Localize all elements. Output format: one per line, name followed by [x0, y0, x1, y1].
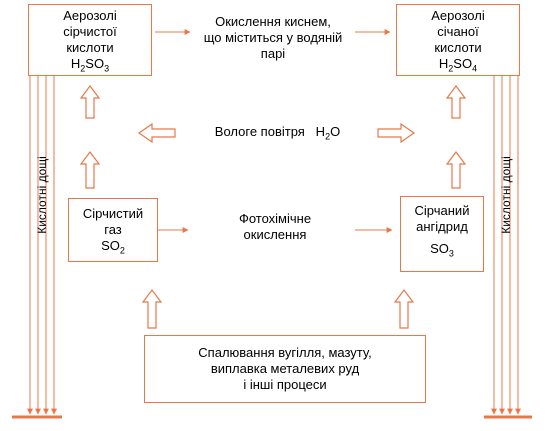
formula-sub: 2: [80, 63, 86, 74]
box-sulfur-dioxide: Сірчистий газ SO2: [68, 198, 158, 262]
formula-part: H: [438, 56, 449, 71]
label-humidity: Вологе повітря H2O: [180, 124, 375, 142]
block-arrow-up-left-mid: [79, 151, 101, 189]
box-line: січаної: [437, 24, 479, 39]
label-line: Фотохімічне: [238, 211, 312, 226]
formula-sub: 4: [472, 63, 478, 74]
block-arrow-up-right-mid: [445, 151, 467, 189]
label-line: що міститься у водяній: [203, 30, 343, 45]
label-oxidation: Окислення киснем, що міститься у водяній…: [188, 14, 358, 62]
formula-part: H: [70, 56, 81, 71]
formula: SO2: [69, 238, 157, 256]
right-rain-arrows: [491, 76, 521, 415]
formula-sub: 2: [325, 131, 331, 142]
box-sulfuric-acid-aerosol: Аерозолі січаної кислоти H2SO4: [396, 4, 520, 76]
formula-sub: 2: [119, 245, 125, 256]
box-line: Аерозолі: [431, 8, 485, 23]
formula-part: SO: [101, 238, 120, 253]
formula-sub: 2: [448, 63, 454, 74]
label-text: Вологе повітря: [214, 124, 305, 139]
box-sulfurous-acid-aerosol: Аерозолі сірчистої кислоти H2SO3: [28, 4, 152, 76]
box-line: Аерозолі: [63, 8, 117, 23]
block-arrow-right-humidity: [377, 122, 416, 144]
block-arrow-left-humidity: [137, 122, 176, 144]
box-line: газ: [104, 222, 122, 237]
formula: H2SO3: [29, 56, 151, 74]
label-acid-rain-left: Кислотні дощі: [35, 156, 49, 234]
label-line: Окислення киснем,: [215, 14, 331, 29]
box-combustion-sources: Спалювання вугілля, мазуту, виплавка мет…: [144, 335, 426, 403]
formula-part: O: [330, 124, 341, 139]
left-rain-arrows: [27, 76, 57, 415]
formula: SO3: [401, 241, 483, 259]
label-line: окислення: [243, 227, 307, 242]
box-line: Сірчаний: [414, 203, 470, 218]
formula-sub: 3: [448, 248, 454, 259]
label-acid-rain-right: Кислотні дощі: [499, 156, 513, 234]
label-line: парі: [260, 46, 286, 61]
formula-part: SO: [430, 241, 449, 256]
formula-part: SO: [85, 56, 105, 71]
box-line: кислоти: [434, 40, 482, 55]
box-line: ангідрид: [416, 219, 468, 234]
formula-sub: 3: [104, 63, 110, 74]
box-line: Сірчистий: [82, 206, 144, 221]
box-line: кислоти: [66, 40, 114, 55]
label-line: Вологе повітря H2O: [180, 124, 375, 142]
block-arrow-up-right-top: [445, 85, 467, 119]
formula-part: H: [315, 124, 326, 139]
block-arrow-up-bottom-left: [141, 289, 163, 329]
box-line: Спалювання вугілля, мазуту,: [198, 345, 372, 360]
formula: H2SO4: [397, 56, 519, 74]
box-line: сірчистої: [63, 24, 117, 39]
box-line: виплавка металевих руд: [210, 361, 360, 376]
box-line: і інші процеси: [243, 377, 327, 392]
block-arrow-up-left-top: [79, 85, 101, 119]
block-arrow-up-bottom-right: [393, 289, 415, 329]
label-photochemical: Фотохімічне окислення: [200, 211, 350, 243]
formula-part: SO: [453, 56, 473, 71]
box-sulfur-trioxide: Сірчаний ангідрид SO3: [400, 196, 484, 272]
